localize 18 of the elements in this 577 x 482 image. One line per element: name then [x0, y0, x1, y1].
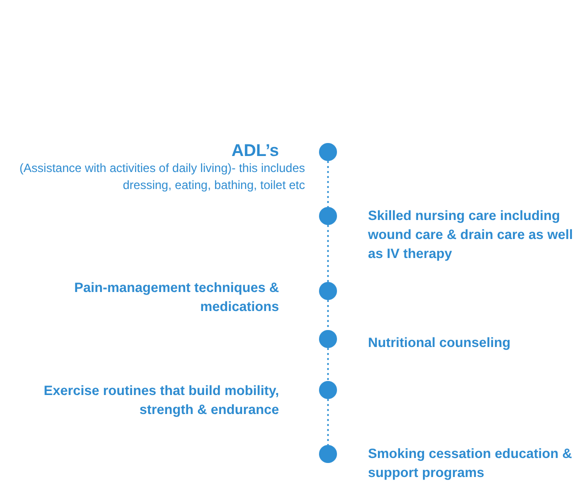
- timeline-dot: [319, 282, 337, 300]
- timeline-dot: [319, 330, 337, 348]
- item-text: Smoking cessation education & support programs: [368, 445, 574, 482]
- item-text: Nutritional counseling: [368, 334, 512, 352]
- timeline-dot: [319, 207, 337, 225]
- item-text: Exercise routines that build mobility, strength & endurance: [42, 382, 279, 419]
- item-text: Skilled nursing care including wound care & drain care as well as IV therapy: [368, 207, 574, 263]
- dotted-connector: [327, 348, 329, 381]
- dotted-connector: [327, 300, 329, 330]
- dotted-connector: [327, 225, 329, 282]
- item-text: Pain-management techniques & medications: [74, 279, 279, 316]
- dotted-connector: [327, 161, 329, 207]
- timeline-dot: [319, 381, 337, 399]
- item-heading: ADL’s: [230, 140, 279, 162]
- dotted-connector: [327, 399, 329, 445]
- timeline-dot: [319, 143, 337, 161]
- timeline-dot: [319, 445, 337, 463]
- item-text: (Assistance with activities of daily living)- this includes dressing, eating, bathing, toilet etc: [18, 160, 305, 194]
